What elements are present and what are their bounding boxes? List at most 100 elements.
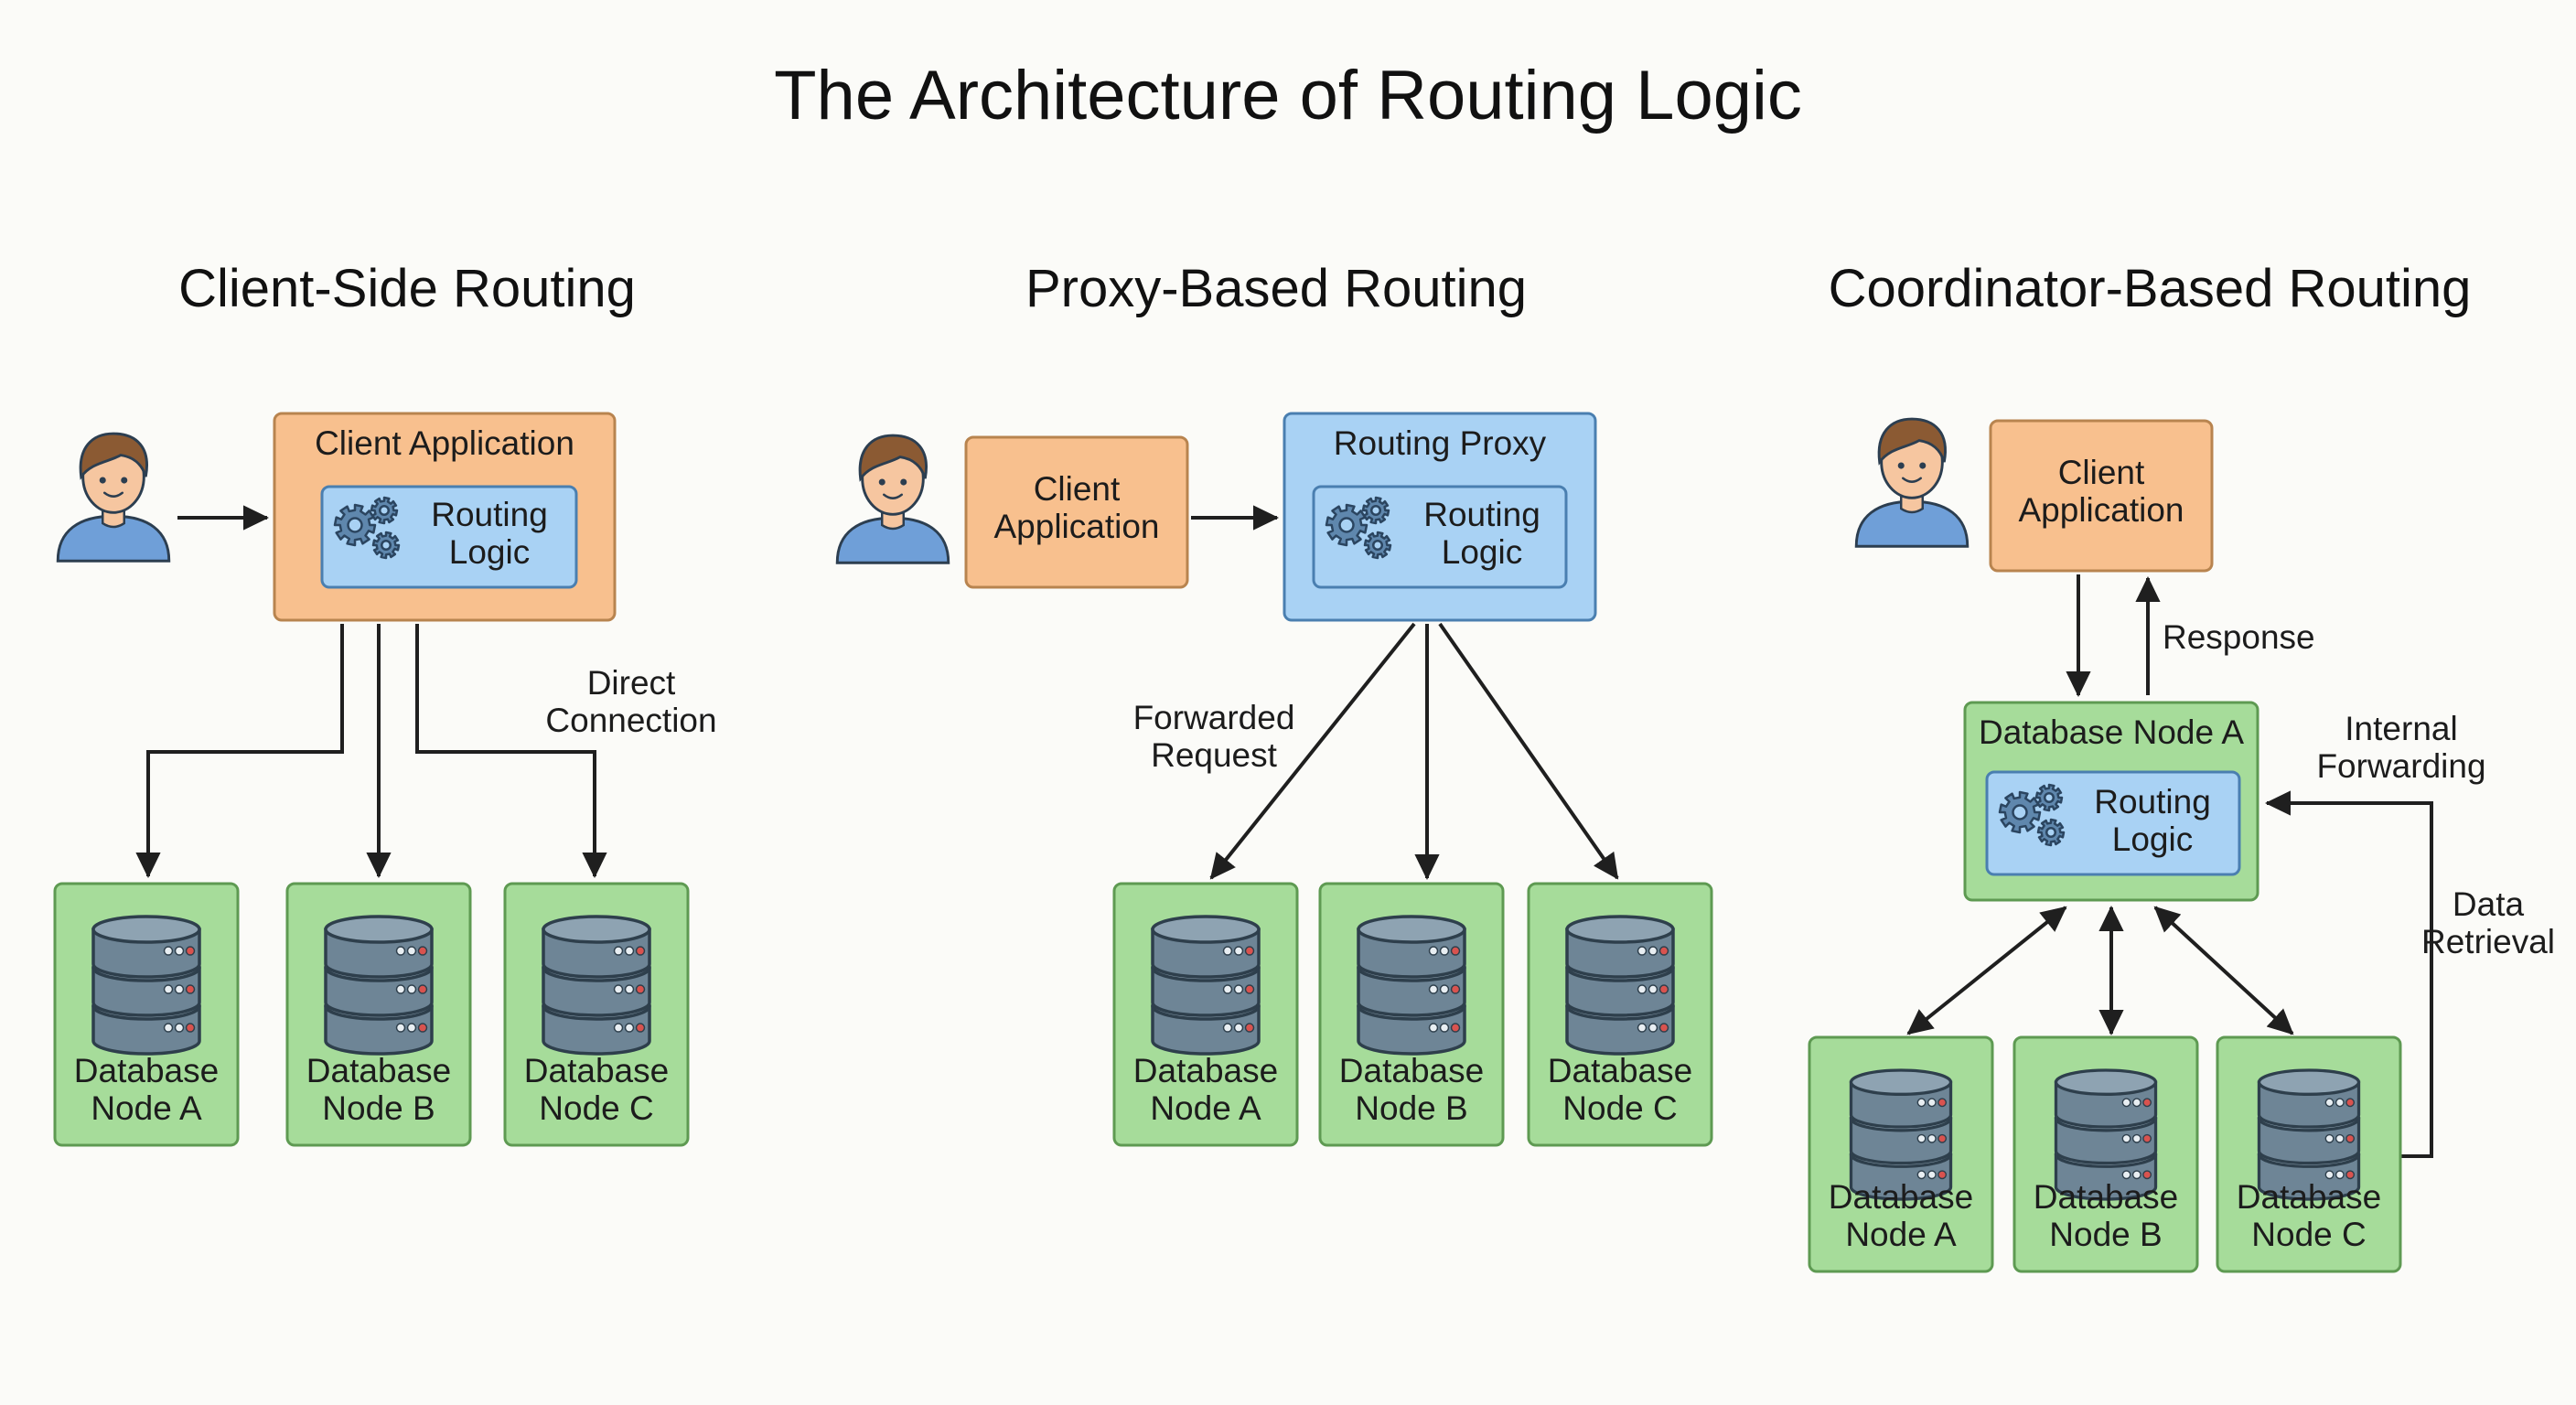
node-line2: Node A — [1845, 1216, 1957, 1254]
node-line1: Database — [2236, 1178, 2382, 1216]
user-eye — [1897, 462, 1905, 469]
gear-hole — [1369, 504, 1382, 517]
gear-hole — [1371, 539, 1384, 552]
node-line1: Database — [73, 1052, 220, 1089]
database-led — [1222, 984, 1233, 994]
database-led — [2324, 1170, 2334, 1180]
user-eye — [1919, 462, 1927, 469]
routing-proxy-label: Routing Proxy — [1333, 424, 1547, 462]
coordinator-node-label: Database Node A — [1978, 713, 2245, 751]
edge-label-line2: Forwarding — [2316, 747, 2486, 786]
database-disk-top — [1565, 915, 1675, 944]
database-led — [2334, 1170, 2345, 1180]
arrow-to-node-c — [415, 624, 607, 878]
gear-hole — [378, 504, 391, 517]
database-icon — [1357, 915, 1466, 1056]
database-disk-top — [324, 915, 434, 944]
database-led — [2131, 1098, 2141, 1108]
node-line2: Node B — [322, 1089, 435, 1128]
client-app-label: Client Application — [1991, 454, 2212, 530]
database-led — [2324, 1133, 2334, 1143]
database-led — [1916, 1133, 1927, 1143]
database-led — [163, 984, 174, 994]
database-led — [1658, 946, 1669, 956]
user-eye — [99, 477, 106, 484]
database-node-c-label: Database Node C — [505, 1052, 688, 1128]
database-led — [1244, 1023, 1255, 1033]
database-node-b-label: Database Node B — [2014, 1178, 2197, 1254]
client-application-box — [1989, 419, 2214, 573]
gear-hole — [2043, 791, 2055, 804]
arrow-coordinator-node-c — [2153, 906, 2294, 1035]
node-line2: Node B — [1355, 1089, 1468, 1128]
node-line2: Node C — [2251, 1216, 2367, 1254]
routing-logic-line2: Logic — [1441, 533, 1523, 572]
arrow-to-node-c — [1438, 622, 1619, 880]
user-eye — [900, 478, 907, 486]
gear-icon — [370, 496, 399, 525]
database-led — [635, 1023, 646, 1033]
user-hair — [858, 434, 928, 482]
database-led — [1222, 946, 1233, 956]
database-led — [406, 984, 417, 994]
routing-logic-line1: Routing — [2094, 783, 2211, 820]
database-led — [1450, 984, 1461, 994]
gear-hole — [1338, 517, 1355, 533]
user-neck — [1900, 493, 1924, 514]
gear-icon — [1361, 496, 1390, 525]
database-node-c-label: Database Node C — [2217, 1178, 2400, 1254]
database-led — [395, 946, 406, 956]
database-led — [2121, 1098, 2131, 1108]
database-led — [635, 984, 646, 994]
edge-label-line1: Internal — [2345, 710, 2458, 747]
node-line1: Database — [523, 1052, 670, 1089]
database-led — [1244, 984, 1255, 994]
node-line1: Database — [306, 1052, 452, 1089]
database-led — [2142, 1170, 2152, 1180]
database-disk-top — [1357, 915, 1466, 944]
gear-icon — [333, 503, 377, 547]
database-led — [163, 1023, 174, 1033]
user-mouth — [882, 493, 904, 499]
routing-logic-line2: Logic — [448, 533, 531, 572]
node-line2: Node B — [2049, 1216, 2163, 1254]
routing-logic-line1: Routing — [1423, 496, 1540, 533]
node-line1: Database — [2033, 1178, 2179, 1216]
node-line1: Database — [1828, 1178, 1974, 1216]
database-disk-top — [2054, 1068, 2158, 1096]
database-led — [1428, 946, 1439, 956]
edge-label-data-retrieval: Data Retrieval — [2397, 885, 2576, 961]
gear-hole — [2012, 804, 2028, 820]
database-led — [1428, 984, 1439, 994]
database-led — [2131, 1133, 2141, 1143]
database-icon — [91, 915, 201, 1056]
client-app-line1: Client — [1033, 470, 1121, 508]
database-led — [2142, 1133, 2152, 1143]
database-led — [2142, 1098, 2152, 1108]
database-icon — [2054, 1068, 2158, 1201]
database-led — [1637, 1023, 1648, 1033]
database-led — [1927, 1170, 1937, 1180]
routing-logic-label: Routing Logic — [412, 496, 567, 572]
database-led — [417, 946, 428, 956]
edge-label-direct-connection: Direct Connection — [531, 664, 732, 740]
diagram-title: The Architecture of Routing Logic — [774, 57, 1802, 134]
database-led — [1233, 984, 1244, 994]
database-led — [1450, 946, 1461, 956]
routing-logic-label: Routing Logic — [2075, 783, 2230, 859]
database-led — [1222, 1023, 1233, 1033]
database-led — [417, 984, 428, 994]
arrow-data-retrieval — [2265, 790, 2433, 1158]
database-icon — [1151, 915, 1261, 1056]
database-icon — [1565, 915, 1675, 1056]
database-led — [1648, 984, 1658, 994]
edge-label-response: Response — [2163, 618, 2315, 656]
gear-icon — [1325, 503, 1368, 547]
database-led — [1244, 946, 1255, 956]
database-led — [174, 1023, 185, 1033]
user-icon — [1854, 417, 1970, 548]
edge-label-line2: Connection — [545, 702, 717, 740]
user-eye — [121, 477, 128, 484]
database-led — [2121, 1170, 2131, 1180]
